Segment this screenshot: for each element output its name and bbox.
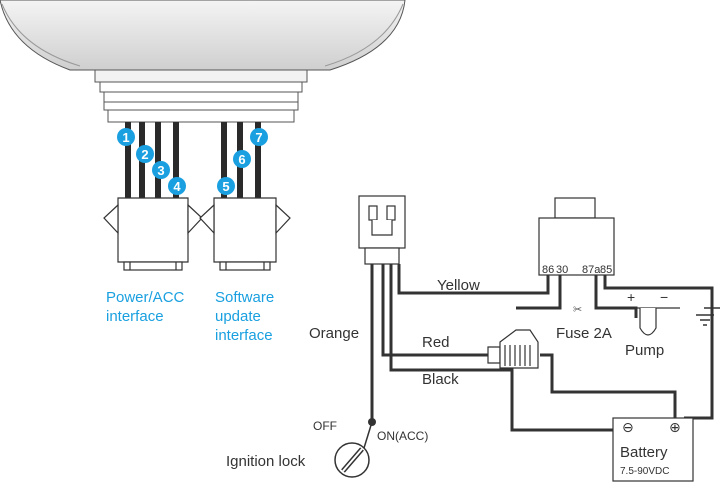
ignition-lock-label: Ignition lock xyxy=(226,453,306,470)
pump-plus: + xyxy=(627,289,635,305)
power-acc-label-line2: interface xyxy=(106,308,164,325)
software-label-line3: interface xyxy=(215,327,273,344)
relay xyxy=(538,197,615,276)
pin-badge-7: 7 xyxy=(250,128,268,146)
svg-text:6: 6 xyxy=(238,152,245,167)
battery-positive: ⊕ xyxy=(669,419,681,435)
pin-badge-1: 1 xyxy=(117,128,135,146)
circuit-wires xyxy=(370,264,714,432)
battery xyxy=(612,417,694,482)
svg-text:5: 5 xyxy=(222,179,229,194)
software-connector xyxy=(199,197,291,271)
wire-label-black: Black xyxy=(422,371,459,388)
svg-text:3: 3 xyxy=(157,163,164,178)
relay-pin-30: 30 xyxy=(556,264,568,276)
ignition-off-label: OFF xyxy=(313,419,337,433)
device-housing xyxy=(0,0,406,123)
pin-badge-6: 6 xyxy=(233,150,251,168)
pin-badge-3: 3 xyxy=(152,161,170,179)
ground-icon xyxy=(696,307,720,326)
pin-badge-5: 5 xyxy=(217,177,235,195)
svg-text:1: 1 xyxy=(122,130,129,145)
relay-pin-86: 86 xyxy=(542,264,554,276)
battery-label: Battery xyxy=(620,444,668,461)
wire-label-yellow: Yellow xyxy=(437,277,480,294)
relay-pin-85: 85 xyxy=(600,264,612,276)
harness-connector xyxy=(358,195,406,265)
battery-negative: ⊖ xyxy=(622,419,634,435)
svg-text:2: 2 xyxy=(141,147,148,162)
software-label-line2: update xyxy=(215,308,261,325)
pump-label: Pump xyxy=(625,342,664,359)
pin-badge-4: 4 xyxy=(168,177,186,195)
fuse-scissor-icon: ✂ xyxy=(573,304,582,316)
power-acc-label-line1: Power/ACC xyxy=(106,289,185,306)
wire-label-orange: Orange xyxy=(309,325,359,342)
ignition-on-label: ON(ACC) xyxy=(377,429,428,443)
software-label-line1: Software xyxy=(215,289,274,306)
svg-text:7: 7 xyxy=(255,130,262,145)
power-acc-connector xyxy=(103,197,203,271)
pin-badge-2: 2 xyxy=(136,145,154,163)
wire-label-red: Red xyxy=(422,334,450,351)
relay-pin-87a: 87a xyxy=(582,264,601,276)
svg-text:4: 4 xyxy=(173,179,181,194)
battery-voltage: 7.5-90VDC xyxy=(620,466,669,477)
fuse-label: Fuse 2A xyxy=(556,325,612,342)
fuse-icon xyxy=(487,329,539,369)
pump-icon xyxy=(620,307,680,336)
pump-minus: − xyxy=(660,289,668,305)
key-icon xyxy=(334,418,376,478)
